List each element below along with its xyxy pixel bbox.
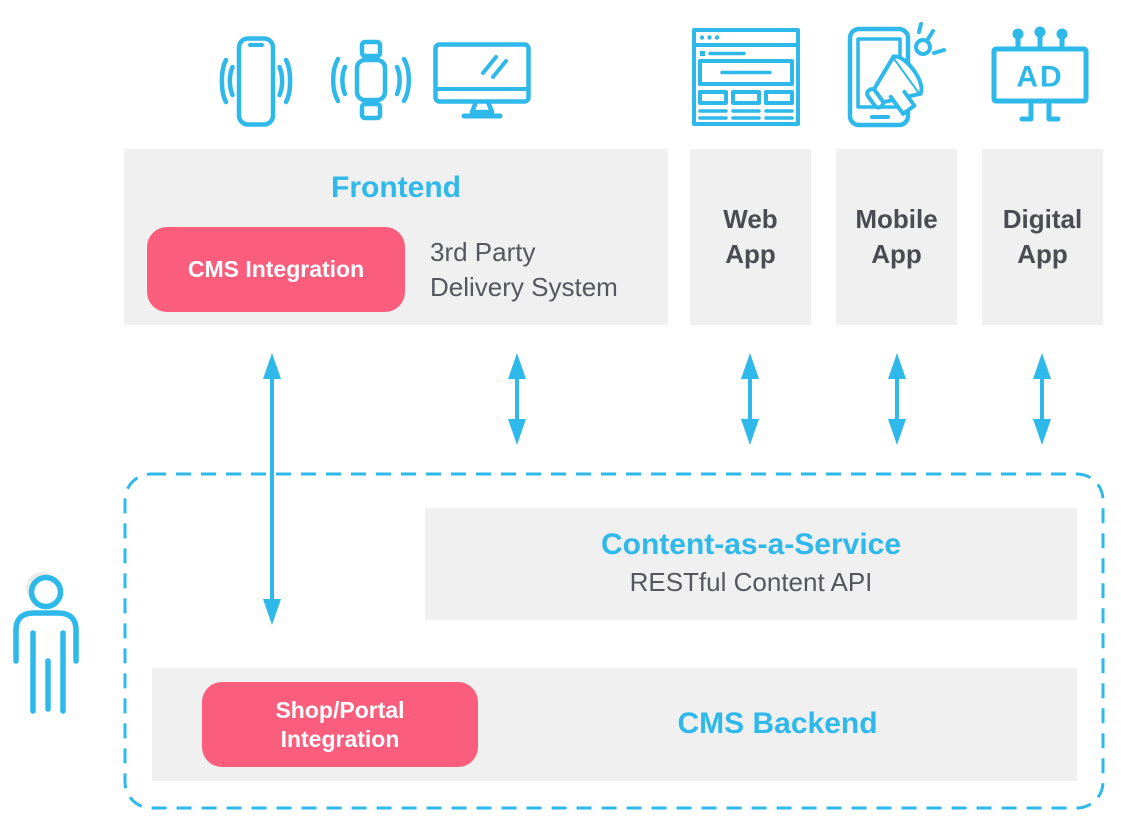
- caas-box: Content-as-a-Service RESTful Content API: [425, 508, 1077, 620]
- caas-title: Content-as-a-Service: [600, 528, 902, 561]
- ad-text: AD: [1016, 61, 1063, 94]
- digital-app-box: Digital App: [982, 149, 1103, 325]
- web-app-label: Web App: [723, 204, 778, 269]
- mobile-app-arrow-icon: [888, 353, 906, 445]
- caas-subtitle: RESTful Content API: [629, 567, 873, 597]
- cms-integration-button: CMS Integration: [147, 227, 405, 312]
- shop-portal-button: Shop/Portal Integration: [202, 682, 478, 767]
- web-app-box: Web App: [690, 149, 811, 325]
- desktop-monitor-icon: [433, 42, 531, 119]
- person-icon: [13, 572, 79, 714]
- ad-billboard-icon: AD: [991, 26, 1089, 122]
- cms-backend-title: CMS Backend: [677, 707, 878, 740]
- third-party-label: 3rd Party Delivery System: [430, 237, 618, 302]
- mobile-app-label: Mobile App: [855, 204, 938, 269]
- browser-window-icon: [692, 28, 800, 126]
- smartphone-vibrating-icon: [219, 36, 293, 127]
- web-app-arrow-icon: [741, 353, 759, 445]
- smartwatch-vibrating-icon: [330, 39, 412, 121]
- backend-dashed-container: [123, 472, 1105, 810]
- cms-backend-box: Shop/Portal Integration CMS Backend: [152, 668, 1077, 781]
- shop-portal-label: Shop/Portal Integration: [275, 696, 405, 752]
- cms-integration-label: CMS Integration: [187, 256, 365, 282]
- phone-megaphone-icon: [847, 22, 946, 128]
- cms-integration-arrow-icon: [263, 353, 281, 625]
- third-party-arrow-icon: [508, 353, 526, 445]
- digital-app-arrow-icon: [1033, 353, 1051, 445]
- mobile-app-box: Mobile App: [836, 149, 957, 325]
- frontend-box: Frontend CMS Integration 3rd Party Deliv…: [124, 149, 668, 325]
- frontend-title: Frontend: [331, 171, 461, 204]
- digital-app-label: Digital App: [1002, 204, 1083, 269]
